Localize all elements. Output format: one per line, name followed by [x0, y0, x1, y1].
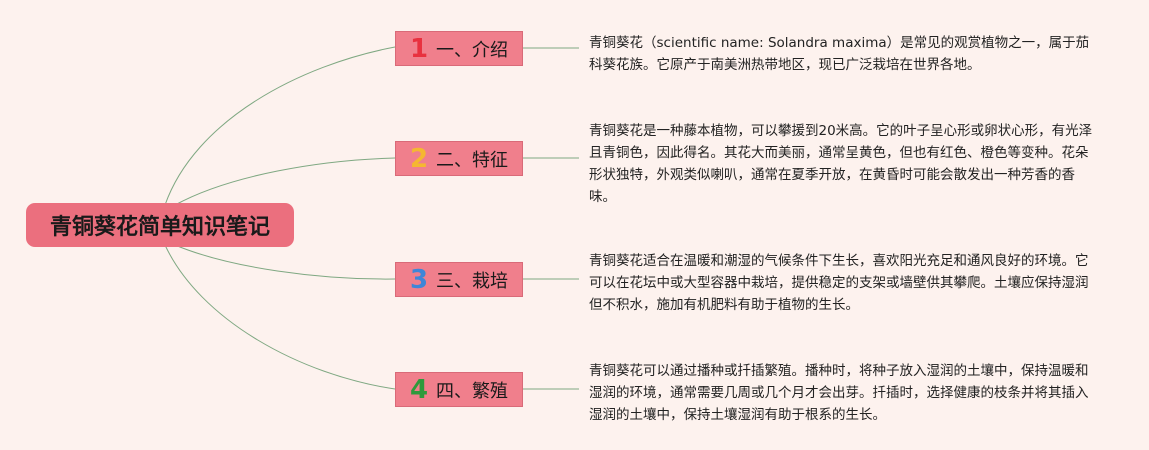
note-features: 青铜葵花是一种藤本植物，可以攀援到20米高。它的叶子呈心形或卵状心形，有光泽且青…	[589, 123, 1093, 205]
branch-label: 一、介绍	[436, 39, 509, 61]
branch-number-1: 1	[409, 33, 429, 64]
note-cultivation: 青铜葵花适合在温暖和潮湿的气候条件下生长，喜欢阳光充足和通风良好的环境。它可以在…	[589, 253, 1089, 313]
connector-root-branch-3	[174, 244, 396, 280]
connector-root-branch-1	[164, 46, 396, 206]
branch-number-3: 3	[409, 264, 429, 295]
branch-topic-features[interactable]: 2 二、特征	[395, 141, 523, 176]
note-introduction: 青铜葵花（scientific name: Solandra maxima）是常…	[589, 35, 1090, 73]
root-topic[interactable]: 青铜葵花简单知识笔记	[26, 203, 294, 247]
branch-label: 二、特征	[436, 149, 509, 171]
branch-label: 四、繁殖	[436, 380, 509, 402]
branch-topic-introduction[interactable]: 1 一、介绍	[395, 31, 523, 66]
connector-root-branch-4	[164, 244, 396, 390]
note-propagation: 青铜葵花可以通过播种或扦插繁殖。播种时，将种子放入湿润的土壤中，保持温暖和湿润的…	[589, 363, 1089, 423]
connector-root-branch-2	[174, 157, 396, 206]
root-topic-title: 青铜葵花简单知识笔记	[49, 215, 270, 240]
branch-label: 三、栽培	[436, 270, 509, 292]
branch-number-2: 2	[409, 143, 429, 174]
branch-topic-propagation[interactable]: 4 四、繁殖	[395, 372, 523, 407]
branch-topic-cultivation[interactable]: 3 三、栽培	[395, 262, 523, 297]
branch-number-4: 4	[409, 374, 429, 405]
